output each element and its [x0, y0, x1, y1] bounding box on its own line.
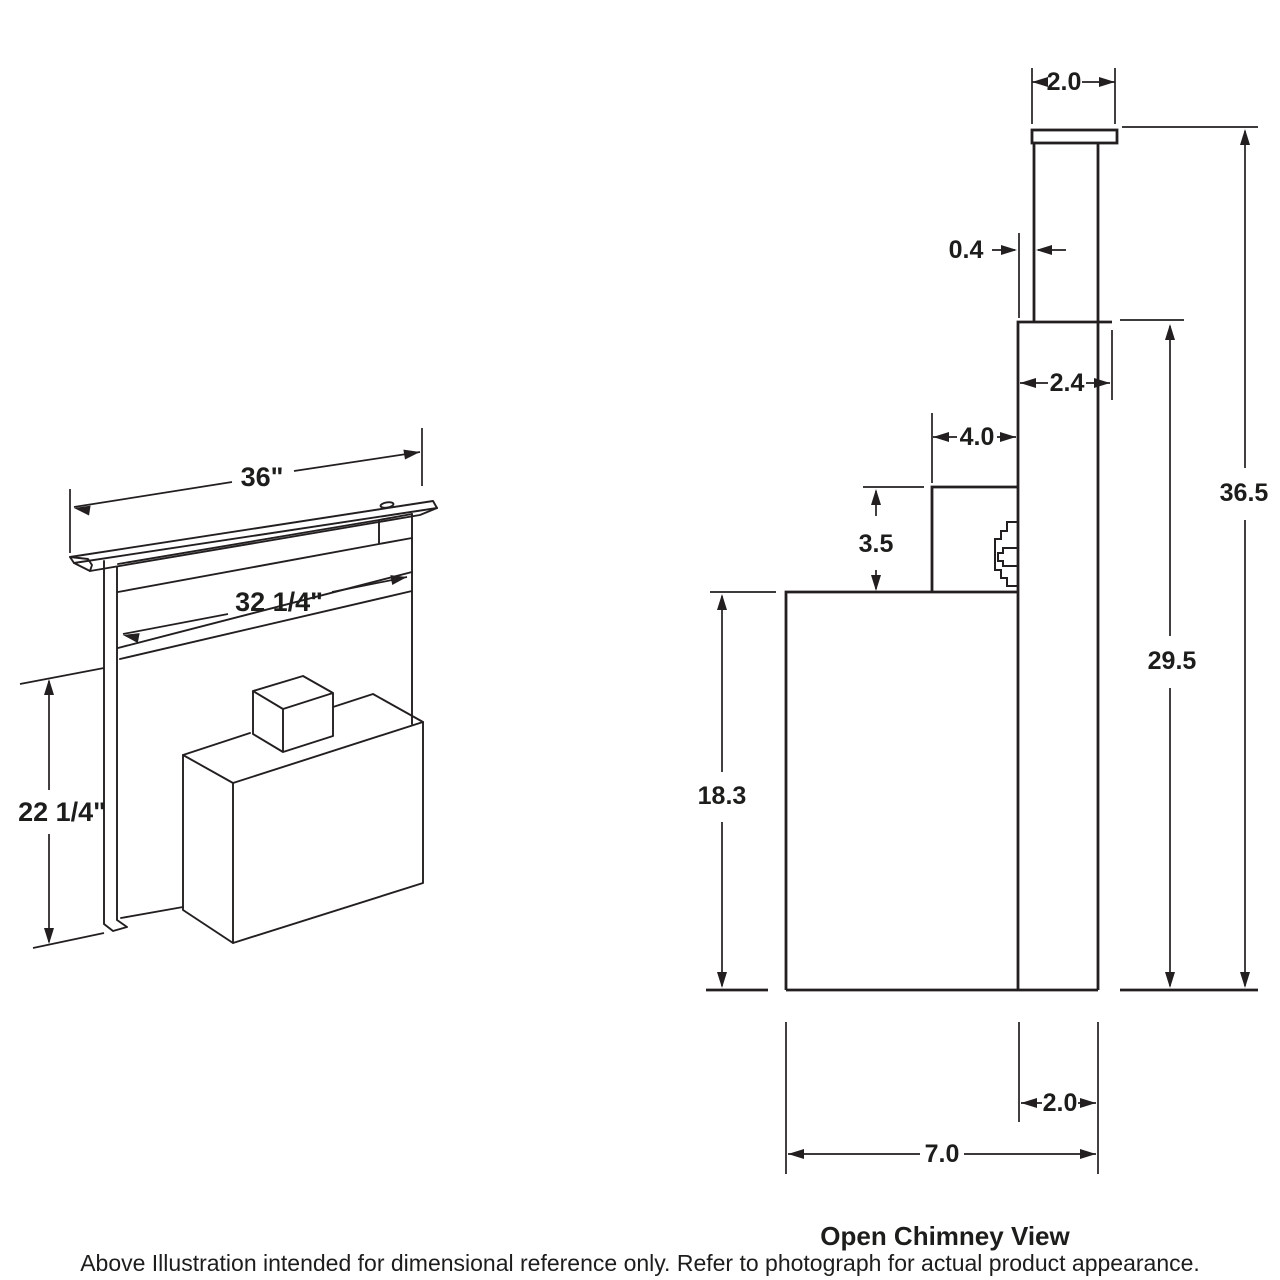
- blower-box: [182, 675, 424, 944]
- panel-slot: [117, 513, 413, 593]
- cap-width-label: 2.0: [1047, 68, 1082, 96]
- motor-box: [252, 675, 334, 753]
- support-column: [103, 560, 128, 932]
- ext-line: [19, 667, 105, 949]
- rail-mid-edge: [73, 507, 438, 564]
- reference-caption: Above Illustration intended for dimensio…: [80, 1250, 1200, 1276]
- panel-seam-lower: [119, 590, 413, 660]
- arrowhead: [44, 928, 54, 944]
- dim-chimney-depth: 2.0: [1018, 1022, 1099, 1174]
- chimney-width-label: 2.4: [1050, 369, 1085, 397]
- dim-overall-width: 36": [69, 428, 423, 553]
- panel-seam-upper: [117, 571, 413, 649]
- dim-plenum-height: 3.5: [859, 486, 924, 591]
- arrowhead: [1032, 77, 1048, 87]
- dim-duct-offset: 0.4: [949, 233, 1066, 318]
- dim-body-depth: 7.0: [785, 1022, 1096, 1174]
- lower-chimney-outline: [1016, 320, 1112, 990]
- dim-cap-width: 2.0: [1031, 68, 1116, 124]
- damper-bracket-inner-detail: [997, 547, 1018, 567]
- arrowhead: [1021, 1098, 1037, 1108]
- arrowhead: [403, 449, 420, 460]
- dim-line: [73, 451, 421, 508]
- blower-top-face: [182, 693, 424, 784]
- rail-end-cap: [69, 556, 93, 572]
- damper-bracket-detail: [994, 521, 1018, 587]
- arrowhead: [1080, 1098, 1096, 1108]
- body-depth-label: 7.0: [925, 1140, 960, 1168]
- rail-bottom-edge: [89, 507, 438, 572]
- arrowhead: [1001, 245, 1017, 255]
- dim-left-body-height: 22 1/4": [18, 667, 106, 949]
- body-height-label: 18.3: [698, 782, 747, 810]
- arrowhead: [788, 1149, 804, 1159]
- open-chimney-view-figure: 2.0 0.4 2.4 4.0: [698, 68, 1269, 1251]
- plenum-height-label: 3.5: [859, 530, 894, 558]
- arrowhead: [717, 594, 727, 610]
- arrowhead: [123, 633, 140, 643]
- ext-line: [69, 428, 423, 553]
- arrowhead: [1240, 129, 1250, 145]
- arrowhead: [933, 432, 949, 442]
- dim-plenum-width: 4.0: [931, 413, 1016, 483]
- arrowhead: [1165, 324, 1175, 340]
- dim-chimney-width: 2.4: [1020, 330, 1113, 400]
- view-title: Open Chimney View: [820, 1221, 1070, 1251]
- arrowhead: [44, 679, 54, 695]
- dim-total-height: 36.5: [1122, 126, 1269, 988]
- arrowhead: [717, 972, 727, 988]
- total-height-label: 36.5: [1220, 479, 1269, 507]
- arrowhead: [1080, 1149, 1096, 1159]
- chimney-height-label: 29.5: [1148, 647, 1197, 675]
- arrowhead: [74, 505, 91, 516]
- arrowhead: [1094, 378, 1110, 388]
- arrowhead: [390, 575, 407, 585]
- vent-back-panel: [117, 513, 413, 919]
- chimney-structure: [706, 128, 1258, 992]
- chimney-depth-label: 2.0: [1043, 1089, 1078, 1117]
- arrowhead: [1165, 972, 1175, 988]
- isometric-vent-figure: 36" 32 1/4" 22 1/4": [18, 428, 438, 949]
- dim-chimney-height: 29.5: [1120, 319, 1197, 988]
- ext-line: [1018, 1022, 1099, 1174]
- chimney-cap: [1030, 128, 1119, 145]
- upper-duct-outline: [1032, 143, 1100, 322]
- plenum-box-outline: [930, 485, 1018, 592]
- vent-top-rail: [69, 500, 438, 572]
- left-body-height-label: 22 1/4": [18, 797, 106, 827]
- arrowhead: [1000, 432, 1016, 442]
- blower-left-face: [182, 754, 234, 944]
- panel-bottom-edge: [120, 906, 184, 919]
- plenum-width-label: 4.0: [960, 423, 995, 451]
- arrowhead: [871, 489, 881, 505]
- blower-right-face: [232, 721, 424, 944]
- arrowhead: [871, 575, 881, 591]
- dim-cutout-width: 32 1/4": [122, 575, 408, 643]
- arrowhead: [1020, 378, 1036, 388]
- arrowhead: [1240, 972, 1250, 988]
- duct-offset-label: 0.4: [949, 236, 984, 264]
- rail-button-detail: [379, 501, 395, 509]
- rail-top-edge: [69, 500, 438, 558]
- arrowhead: [1036, 245, 1052, 255]
- vent-body-outline: [784, 590, 1018, 990]
- arrowhead: [1099, 77, 1115, 87]
- overall-width-label: 36": [241, 462, 284, 492]
- ext-line: [1031, 68, 1116, 124]
- cutout-width-label: 32 1/4": [235, 587, 323, 617]
- dim-body-height: 18.3: [698, 591, 776, 988]
